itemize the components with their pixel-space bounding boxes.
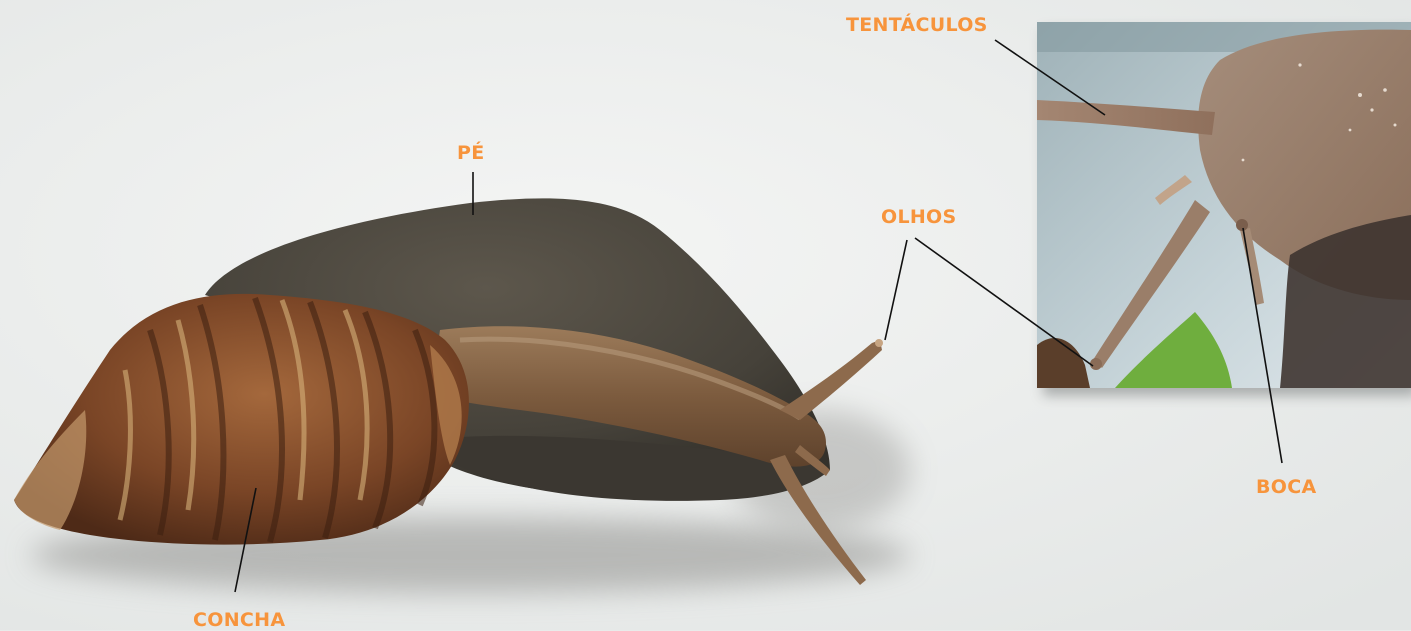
- label-concha: CONCHA: [193, 609, 285, 631]
- inset-photo: [1037, 22, 1411, 388]
- label-boca: BOCA: [1256, 476, 1316, 498]
- label-pe: PÉ: [457, 142, 485, 164]
- snail-eye: [875, 339, 883, 347]
- label-tentaculos: TENTÁCULOS: [846, 14, 988, 36]
- label-olhos: OLHOS: [881, 206, 957, 228]
